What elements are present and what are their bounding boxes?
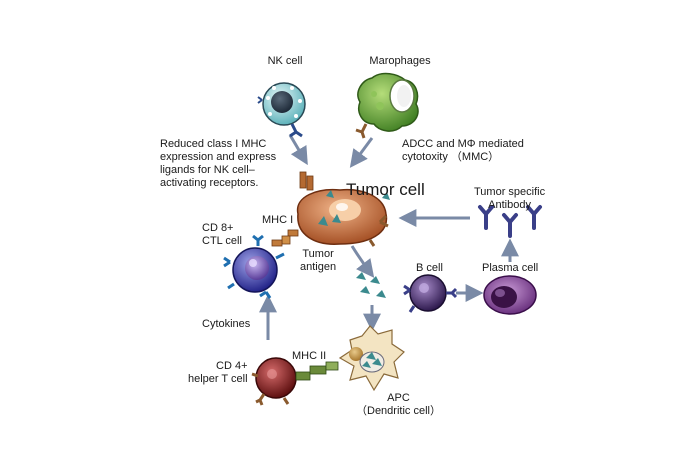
nk-receptor [289, 123, 303, 138]
apc-dendritic-cell [338, 325, 405, 392]
nk-note-line: activating receptors. [160, 177, 259, 189]
nk-cell [257, 82, 306, 138]
b-cell-label: B cell [416, 262, 443, 274]
helper-t-cell [251, 357, 339, 406]
cytokines-label: Cytokines [202, 318, 251, 330]
tumor-antigen-label: Tumor antigen [300, 248, 336, 274]
apc-label-line: APC [387, 392, 410, 404]
antibody-label-line: Antibody [488, 199, 531, 211]
tumor-cell [281, 171, 390, 247]
cd4-helper-label: CD 4+ helper T cell [188, 360, 248, 386]
tumor-receptor-right [378, 214, 389, 228]
macrophage-receptor [355, 123, 368, 139]
plasma-cell [483, 275, 537, 315]
mhc-i-label: MHC I [262, 214, 294, 226]
apc-label: APC （Dendritic cell） [356, 392, 441, 418]
tumor-antibody-label: Tumor specific Antibody [474, 186, 545, 212]
arrows [259, 134, 519, 340]
antigen-label-line: Tumor [302, 248, 334, 260]
macrophages-label: Marophages [369, 55, 431, 67]
antigen-label-line: antigen [300, 261, 337, 273]
mhc-ii-label: MHC II [292, 350, 327, 362]
arrow-tumor-to-antigens [350, 245, 375, 278]
tumor-antigen-marker [318, 216, 328, 226]
mhc-ii-complex [295, 361, 339, 381]
ctl-receptors [223, 234, 285, 299]
apc-label-line: （Dendritic cell） [356, 405, 441, 417]
nk-note-line: Reduced class I MHC [160, 138, 267, 150]
cd8-label-line: CTL cell [202, 235, 242, 247]
ctl-cell [223, 234, 285, 299]
b-cell [403, 274, 458, 313]
macrophage [355, 72, 419, 139]
nk-note-line: expression and express [160, 151, 277, 163]
arrow-nk-to-tumor [288, 134, 308, 166]
antibody-label-line: Tumor specific [474, 186, 546, 198]
cd8-ctl-label: CD 8+ CTL cell [202, 222, 242, 248]
cd8-label-line: CD 8+ [202, 222, 234, 234]
tumor-cell-label: Tumor cell [346, 180, 425, 199]
cd4-label-line: helper T cell [188, 373, 248, 385]
adcc-note: ADCC and MΦ mediated cytotoxity （MMC） [402, 138, 524, 164]
cd4-label-line: CD 4+ [216, 360, 248, 372]
released-antigens [356, 272, 386, 298]
plasma-cell-label: Plasma cell [482, 262, 539, 274]
arrow-macrophage-to-tumor [349, 137, 374, 168]
tumor-receptor-top [299, 171, 307, 189]
mhc-i-complex [281, 229, 299, 245]
nk-note-line: ligands for NK cell– [160, 164, 255, 176]
adcc-note-line: cytotoxity （MMC） [402, 151, 500, 163]
adcc-note-line: ADCC and MΦ mediated [402, 138, 524, 150]
tumor-specific-antibodies [478, 205, 542, 238]
nk-mechanism-note: Reduced class I MHC expression and expre… [160, 138, 276, 190]
nk-cell-label: NK cell [267, 55, 303, 67]
